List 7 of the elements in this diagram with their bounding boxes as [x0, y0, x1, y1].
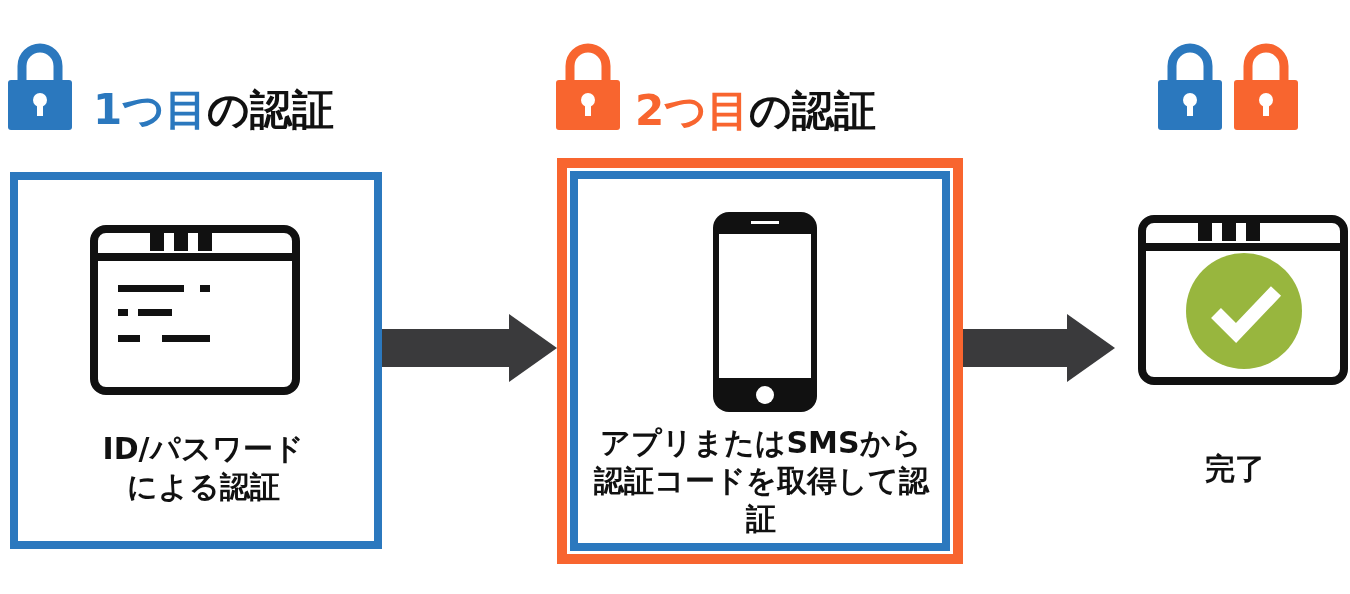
step-label: アプリまたはSMSから認証コードを取得して認証: [592, 424, 931, 538]
arrow: [382, 314, 557, 382]
step-label: 完了: [1204, 450, 1266, 488]
step-label: ID/パスワードによる認証: [101, 430, 305, 506]
step-heading: 1つ目 の認証: [93, 85, 335, 135]
arrow: [963, 314, 1115, 382]
step-heading: 2つ目 の認証: [635, 86, 877, 136]
